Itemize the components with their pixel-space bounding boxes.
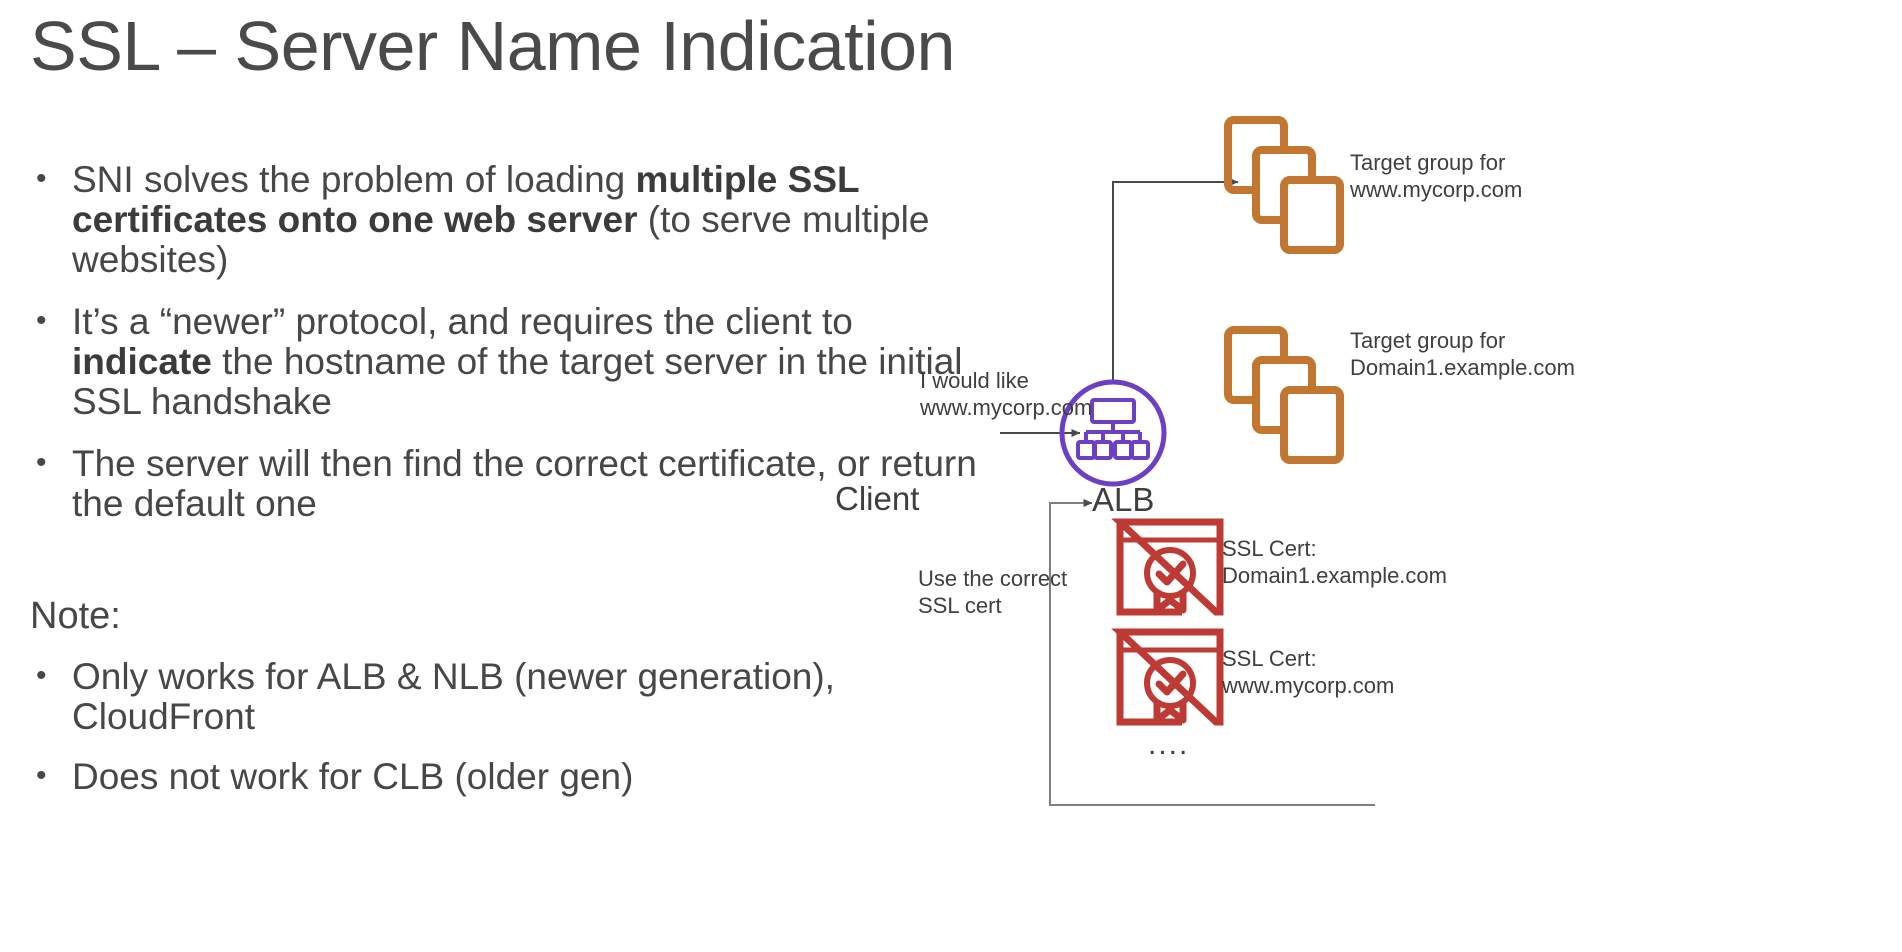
architecture-diagram: I would like www.mycorp.com Client ALB T… [835,100,1902,952]
bullet-server-finds-cert: • The server will then find the correct … [30,442,990,524]
ssl-certificate-icon [1111,518,1224,616]
ssl-certificate-icon [1111,628,1224,726]
target-group-icon [1224,116,1344,254]
note-heading: Note: [30,594,121,637]
more-certs-ellipsis: .... [1148,728,1190,761]
node-label-target-group-1: Target group for www.mycorp.com [1350,150,1523,202]
node-label-client: Client [835,480,920,517]
node-label-target-group-2: Target group for Domain1.example.com [1350,328,1575,380]
bullet-sni-solves: • SNI solves the problem of loading mult… [30,160,990,280]
page-title: SSL – Server Name Indication [30,7,955,85]
bullet-marker-icon: • [36,445,47,479]
connector-alb-to-target-group [1112,178,1239,382]
bullet-marker-icon: • [36,303,47,337]
body-text-column: • SNI solves the problem of loading mult… [30,160,990,817]
bullet-text: It’s a “newer” protocol, and requires th… [72,300,963,422]
bullet-text: Only works for ALB & NLB (newer generati… [72,656,835,738]
node-label-alb: ALB [1092,481,1155,518]
bullet-newer-protocol: • It’s a “newer” protocol, and requires … [30,300,990,422]
node-label-ssl-cert-2: SSL Cert: www.mycorp.com [1222,646,1395,698]
diagram-canvas [1000,116,1375,806]
target-group-icon [1224,326,1344,464]
bullet-marker-icon: • [36,162,47,195]
connector-cert-to-alb [1049,499,1375,806]
load-balancer-icon [1059,379,1167,487]
bullet-text: Does not work for CLB (older gen) [72,756,634,798]
bullet-marker-icon: • [36,659,47,693]
note-bullet-alb-nlb: • Only works for ALB & NLB (newer genera… [30,657,990,737]
bullet-marker-icon: • [36,759,47,793]
node-label-ssl-cert-1: SSL Cert: Domain1.example.com [1222,536,1447,588]
bullet-text: SNI solves the problem of loading multip… [72,159,930,280]
note-bullet-clb: • Does not work for CLB (older gen) [30,757,990,797]
connector-label-use-correct-cert: Use the correct SSL cert [918,566,1068,618]
bullet-text: The server will then find the correct ce… [72,442,977,524]
connector-label-client-request: I would like www.mycorp.com [920,368,1093,420]
